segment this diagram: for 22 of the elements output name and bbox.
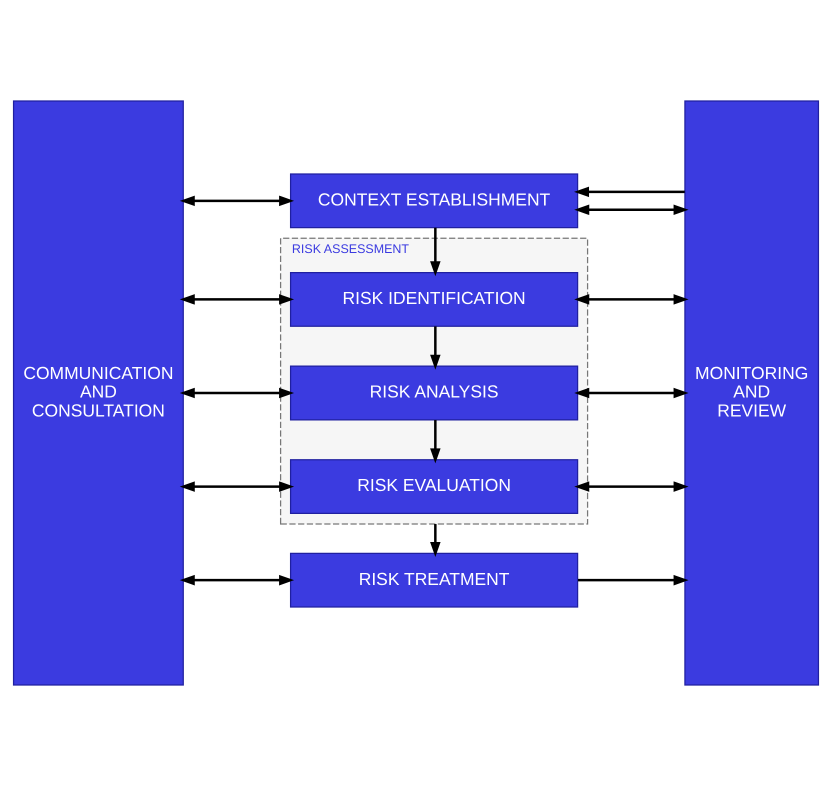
arrow — [180, 195, 294, 206]
arrow — [430, 227, 441, 276]
arrow — [180, 387, 294, 398]
arrow — [574, 480, 689, 492]
arrow — [430, 524, 441, 556]
arrow — [430, 420, 441, 463]
arrow — [578, 574, 689, 585]
arrow — [180, 574, 294, 585]
node-box: RISK IDENTIFICATION — [290, 271, 578, 326]
arrow — [574, 294, 689, 304]
arrow — [574, 387, 689, 398]
node-box: CONTEXT ESTABLISHMENT — [290, 172, 578, 228]
node-box: MONITORING AND REVIEW — [684, 100, 820, 686]
arrow — [180, 480, 294, 492]
node-box: RISK EVALUATION — [290, 458, 578, 514]
arrow — [574, 186, 685, 197]
arrow — [574, 204, 689, 215]
node-box: COMMUNICATION AND CONSULTATION — [12, 100, 184, 686]
node-box: RISK TREATMENT — [290, 552, 578, 608]
arrow — [180, 294, 294, 304]
node-box: RISK ANALYSIS — [290, 365, 578, 420]
arrow — [430, 326, 441, 370]
